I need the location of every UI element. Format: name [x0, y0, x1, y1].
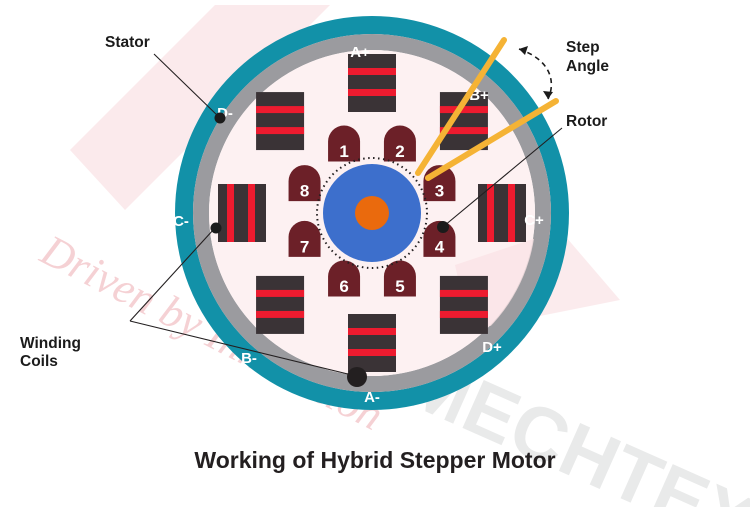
tooth-number: 7 — [300, 237, 309, 256]
stator-ring[interactable] — [193, 34, 551, 392]
tooth-shape — [328, 125, 361, 162]
coil-body — [478, 184, 526, 242]
rotor-tooth-8[interactable]: 8 — [288, 165, 321, 202]
coil-band — [348, 349, 396, 356]
step-angle-indicator: Step Angle — [415, 37, 609, 181]
winding-leader-dot-upper — [210, 222, 222, 234]
coil-body — [256, 92, 305, 151]
rotor-tooth-7[interactable]: 7 — [288, 220, 321, 257]
coil-body — [439, 275, 488, 334]
tooth-shape — [383, 125, 416, 162]
outer-housing-ring — [175, 16, 569, 410]
tooth-number: 1 — [339, 142, 348, 161]
tooth-number: 4 — [435, 237, 445, 256]
tooth-number: 2 — [395, 142, 404, 161]
rotor-tooth-1[interactable]: 1 — [328, 125, 361, 162]
tooth-shape — [288, 220, 321, 257]
coil-band — [248, 184, 255, 242]
callout-label-rotor: Rotor — [566, 113, 607, 130]
tooth-number: 5 — [395, 277, 404, 296]
rotor-airgap-dotted-ring — [316, 157, 428, 269]
coil-band — [439, 127, 488, 135]
coil-band — [348, 68, 396, 75]
coil-band — [439, 289, 488, 297]
coil-body — [348, 314, 396, 372]
coil-band — [487, 184, 494, 242]
rotor-leader-dot — [437, 221, 449, 233]
coil-band — [508, 184, 515, 242]
coil-band — [256, 310, 305, 318]
coil-band — [348, 89, 396, 96]
winding-leader-line-lower — [129, 320, 357, 377]
winding-coil-C-plus[interactable] — [478, 184, 526, 242]
pole-label-D-plus: D+ — [482, 339, 502, 356]
coil-band — [256, 106, 305, 114]
stator-leader-line — [153, 53, 220, 118]
pole-label-B-minus: B- — [241, 350, 257, 367]
pole-label-C-minus: C- — [173, 213, 189, 230]
step-angle-arc — [518, 48, 553, 100]
callout-rotor: Rotor — [437, 113, 607, 233]
coil-band — [439, 310, 488, 318]
tooth-shape — [288, 165, 321, 202]
callout-label-step-angle-line2: Angle — [566, 58, 609, 75]
callout-winding-coils: Winding Coils — [20, 222, 367, 387]
step-angle-line-b — [425, 98, 559, 181]
step-angle-arrow-end — [543, 91, 553, 99]
winding-coil-C-minus[interactable] — [218, 184, 266, 242]
pole-label-A-plus: A+ — [350, 44, 370, 61]
coil-body — [348, 54, 396, 112]
callout-label-winding-line2: Coils — [20, 353, 58, 370]
coil-band — [256, 127, 305, 135]
rotor-teeth-group: 1 2 3 4 5 — [288, 125, 456, 297]
rotor-tooth-5[interactable]: 5 — [383, 260, 416, 297]
winding-coil-A-plus[interactable] — [348, 54, 396, 112]
coil-body — [218, 184, 266, 242]
winding-leader-dot-lower — [347, 367, 367, 387]
winding-leader-line-upper — [129, 228, 215, 322]
step-angle-line-a — [415, 37, 507, 176]
pole-label-A-minus: A- — [364, 389, 380, 406]
rotor-tooth-2[interactable]: 2 — [383, 125, 416, 162]
coil-band — [227, 184, 234, 242]
tooth-shape — [328, 260, 361, 297]
rotor-shaft[interactable] — [355, 196, 389, 230]
callout-stator: Stator — [105, 34, 226, 124]
coil-band — [348, 328, 396, 335]
coil-band — [439, 106, 488, 114]
rotor-leader-line — [443, 127, 563, 227]
motor-assembly: Driven by Innovation A+ B+ — [173, 16, 569, 410]
winding-coil-D-minus[interactable] — [256, 92, 305, 151]
step-angle-arrow-start — [519, 46, 528, 55]
tooth-number: 8 — [300, 182, 309, 201]
stator-leader-dot — [214, 112, 226, 124]
coil-band — [256, 289, 305, 297]
coil-body — [256, 275, 305, 334]
callout-label-winding-line1: Winding — [20, 335, 81, 352]
tooth-number: 3 — [435, 182, 444, 201]
winding-coil-A-minus[interactable] — [348, 314, 396, 372]
page-title: Working of Hybrid Stepper Motor — [194, 447, 555, 473]
tooth-shape — [383, 260, 416, 297]
pole-label-C-plus: C+ — [524, 212, 544, 229]
winding-coil-D-plus[interactable] — [439, 275, 488, 334]
callout-label-step-angle-line1: Step — [566, 39, 600, 56]
tooth-number: 6 — [339, 277, 348, 296]
callout-label-stator: Stator — [105, 34, 150, 51]
rotor-tooth-6[interactable]: 6 — [328, 260, 361, 297]
winding-coil-B-minus[interactable] — [256, 275, 305, 334]
